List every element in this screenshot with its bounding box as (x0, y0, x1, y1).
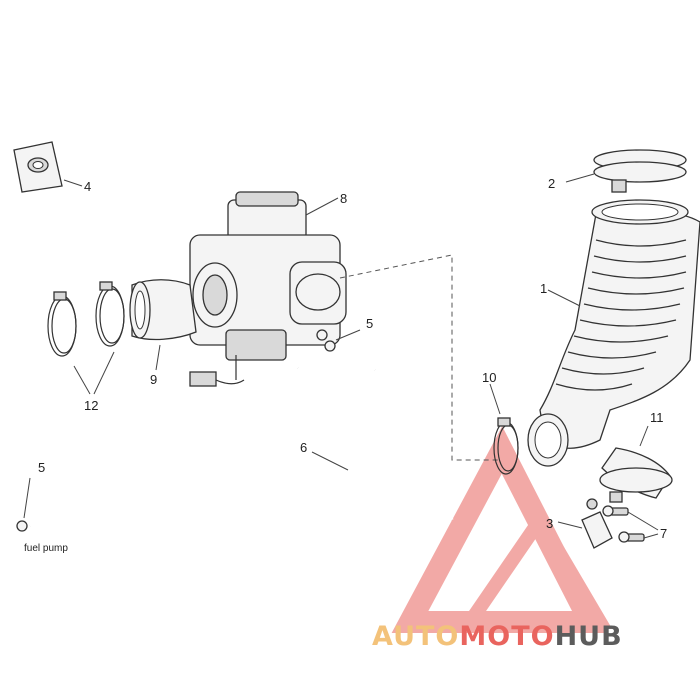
callout-2: 2 (548, 176, 555, 191)
callout-6: 6 (300, 440, 307, 455)
fuel-pump-label: fuel pump (24, 543, 68, 554)
short-sleeve (599, 425, 673, 503)
mounting-bracket (557, 498, 613, 549)
callout-4: 4 (84, 179, 91, 194)
callout-12: 12 (84, 398, 98, 413)
callout-3: 3 (546, 516, 553, 531)
callout-1: 1 (540, 281, 547, 296)
watermark-logo (391, 426, 613, 633)
watermark-wordmark: AUTOMOTOHUB (372, 621, 623, 652)
gasket-plate (13, 141, 83, 193)
screws (602, 505, 659, 543)
callout-5-upper: 5 (366, 316, 373, 331)
watermark-part-moto: MOTO (459, 621, 554, 652)
callout-7: 7 (660, 526, 667, 541)
carburetor (189, 191, 347, 387)
intake-sleeve (129, 279, 197, 371)
air-duct (527, 199, 700, 467)
clamps-pair (47, 281, 125, 395)
watermark-part-hub: HUB (555, 621, 623, 652)
callout-5-lower: 5 (38, 460, 45, 475)
fuel-hose (29, 366, 454, 529)
duct-clamp (489, 383, 519, 475)
callout-11: 11 (650, 410, 664, 425)
hose-clip-lower (16, 477, 31, 532)
top-band-clamp (565, 149, 687, 193)
callout-8: 8 (340, 191, 347, 206)
watermark-part-auto: AUTO (372, 621, 459, 652)
callout-9: 9 (150, 372, 157, 387)
callout-10: 10 (482, 370, 496, 385)
hose-clip-upper (324, 329, 361, 352)
reference-dashed-line (339, 254, 500, 461)
